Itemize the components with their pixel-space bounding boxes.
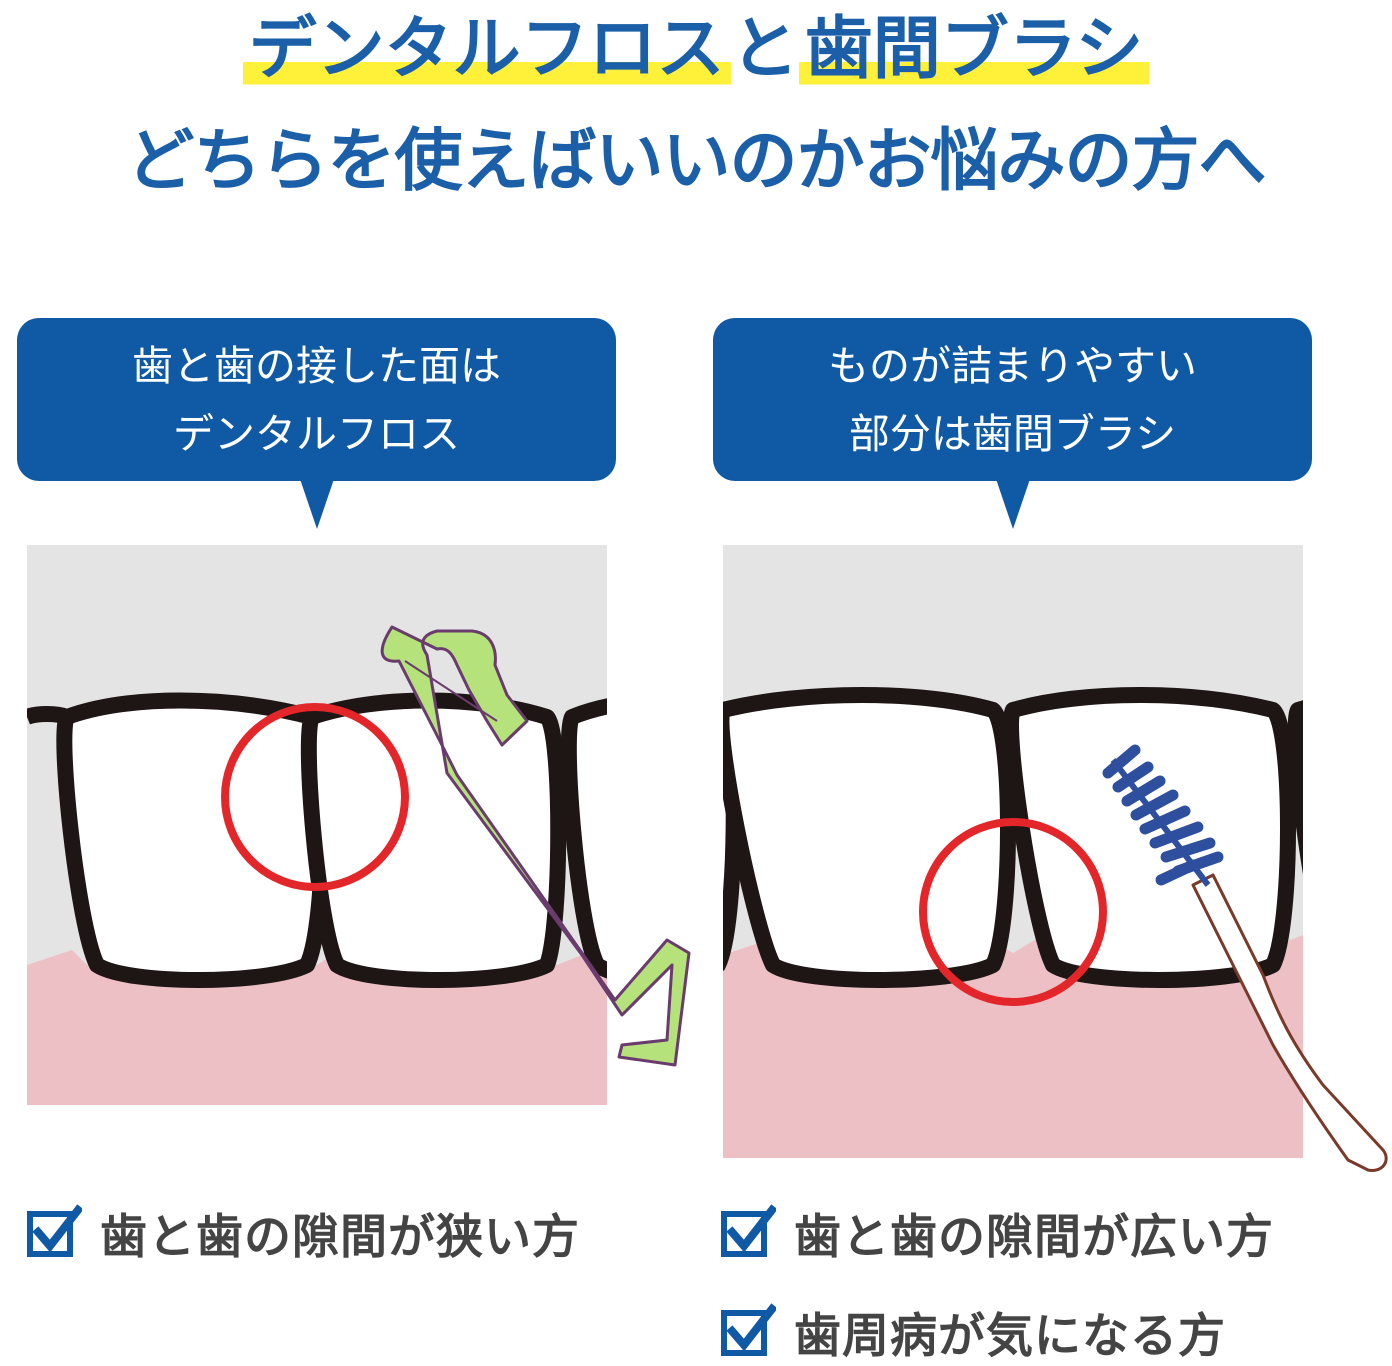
title-connector: と bbox=[730, 10, 799, 89]
floss-string bbox=[404, 660, 498, 722]
bubble-brush-line2: 部分は歯間ブラシ bbox=[848, 410, 1177, 458]
title-highlight-brush: 歯間ブラシ bbox=[798, 10, 1150, 89]
dental-floss-pick-icon bbox=[380, 625, 691, 1067]
highlight-circle-gap bbox=[919, 818, 1107, 1006]
check-text-right-1: 歯と歯の隙間が広い方 bbox=[794, 1209, 1274, 1265]
check-item-right-2: 歯周病が気になる方 bbox=[720, 1301, 1226, 1364]
checkbox-checked-icon bbox=[721, 1303, 776, 1356]
speech-bubble-floss: 歯と歯の接した面は デンタルフロス bbox=[17, 318, 616, 529]
check-text-right-2: 歯周病が気になる方 bbox=[794, 1308, 1226, 1364]
brush-bristles bbox=[1102, 744, 1224, 886]
bubble-floss-line1: 歯と歯の接した面は bbox=[132, 342, 501, 390]
check-text-left-1: 歯と歯の隙間が狭い方 bbox=[100, 1209, 580, 1265]
gum-shape bbox=[723, 935, 1303, 1158]
check-item-right-1: 歯と歯の隙間が広い方 bbox=[720, 1202, 1274, 1265]
bubble-floss-line2: デンタルフロス bbox=[173, 410, 460, 458]
floss-pick-body bbox=[380, 625, 691, 1067]
page-subtitle: どちらを使えばいいのかお悩みの方へ bbox=[126, 122, 1266, 201]
title-highlight-floss: デンタルフロス bbox=[242, 10, 731, 89]
bubble-brush-line1: ものが詰まりやすい bbox=[828, 342, 1197, 390]
illustration-brush bbox=[723, 545, 1388, 1172]
illustration-floss bbox=[27, 545, 691, 1105]
brush-handle bbox=[1191, 873, 1388, 1172]
page-title: デンタルフロスと歯間ブラシ bbox=[0, 6, 1392, 94]
checkbox-checked-icon bbox=[27, 1204, 82, 1257]
check-item-left-1: 歯と歯の隙間が狭い方 bbox=[26, 1202, 580, 1265]
checkbox-checked-icon bbox=[721, 1204, 776, 1257]
interdental-brush-icon bbox=[1102, 744, 1388, 1172]
teeth-group bbox=[56, 692, 607, 988]
highlight-circle-contact bbox=[221, 703, 409, 891]
speech-bubble-brush: ものが詰まりやすい 部分は歯間ブラシ bbox=[713, 318, 1312, 529]
